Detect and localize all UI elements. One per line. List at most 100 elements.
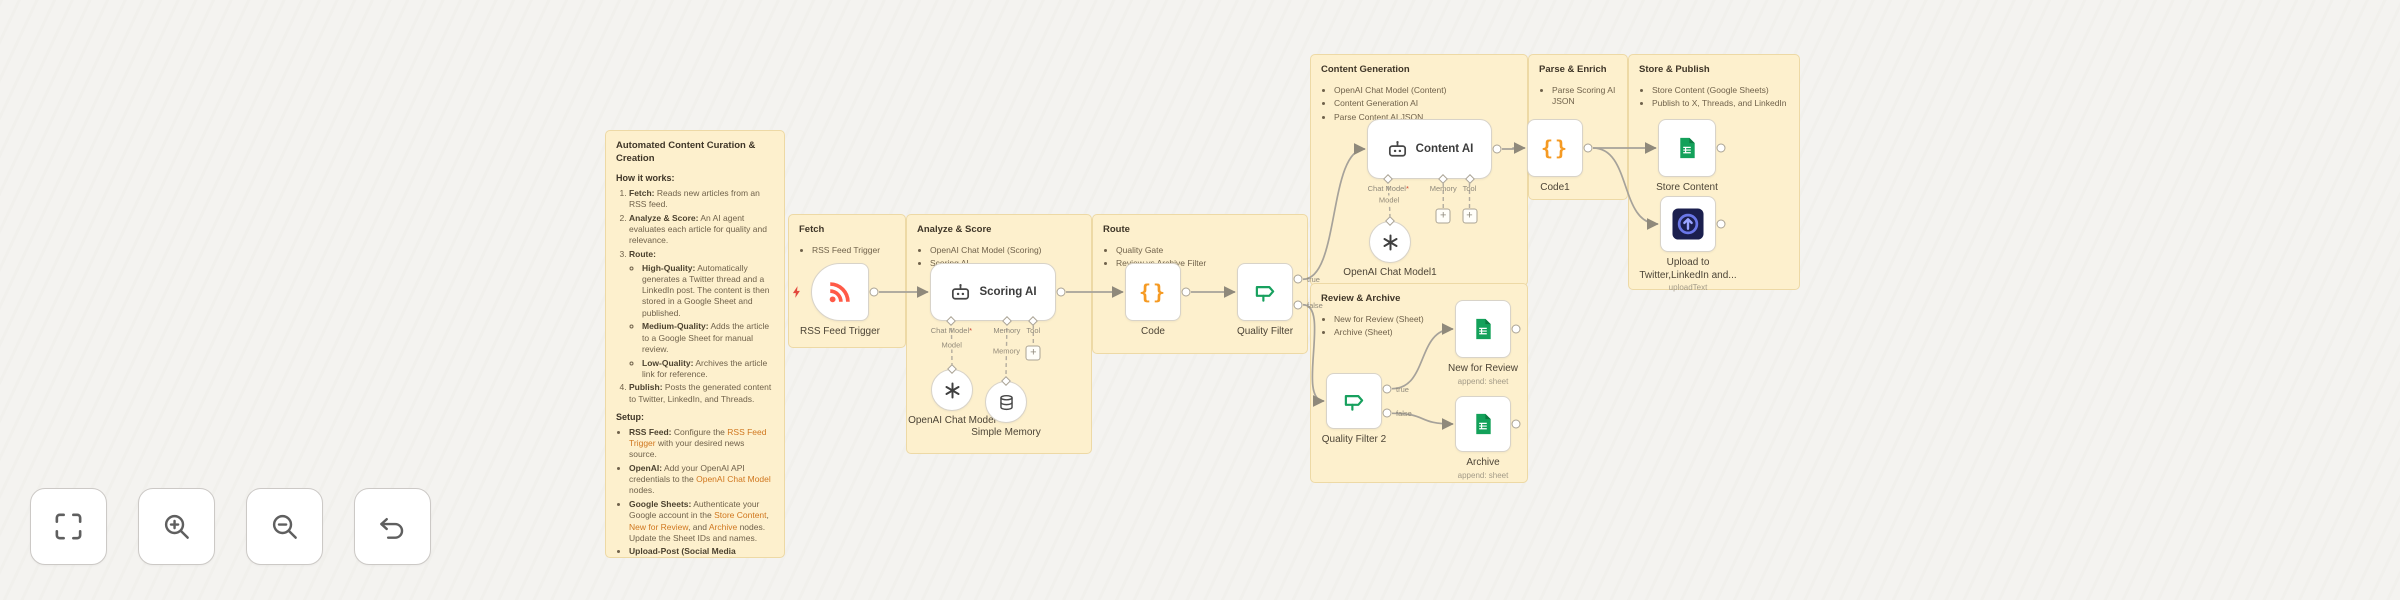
node-rss[interactable] xyxy=(811,263,869,321)
wire-label: Model xyxy=(939,340,964,350)
openai-icon xyxy=(1381,233,1400,252)
node-subtitle: append: sheet xyxy=(1457,376,1509,386)
node-qf[interactable] xyxy=(1237,263,1293,321)
sticky-link[interactable]: New for Review xyxy=(629,521,689,532)
undo-icon xyxy=(376,510,409,543)
node-label: OpenAI Chat Model1 xyxy=(1343,267,1437,278)
reset-zoom-button[interactable] xyxy=(354,488,431,565)
sticky-note-analyze-score[interactable]: Analyze & ScoreOpenAI Chat Model (Scorin… xyxy=(906,214,1092,454)
node-label: Quality Filter xyxy=(1236,326,1294,337)
node-code[interactable]: {} xyxy=(1125,263,1181,321)
output-port[interactable] xyxy=(1181,287,1191,297)
sticky-list-item: New for Review (Sheet) xyxy=(1334,314,1517,325)
sticky-text: Google Sheets: xyxy=(629,499,692,510)
sticky-title: Parse & Enrich xyxy=(1539,64,1607,75)
node-label: Simple Memory xyxy=(971,427,1041,438)
zoom-in-button[interactable] xyxy=(138,488,215,565)
node-openai1[interactable] xyxy=(931,369,973,411)
output-port[interactable] xyxy=(1382,408,1392,418)
sticky-link[interactable]: Store Content xyxy=(714,510,767,521)
sticky-title: Route xyxy=(1103,224,1130,235)
output-label: false xyxy=(1307,300,1323,310)
sticky-list-item: Content Generation AI xyxy=(1334,98,1517,109)
sticky-link[interactable]: Archive xyxy=(708,521,738,532)
output-label: true xyxy=(1307,275,1320,285)
sticky-text: Archive (Sheet) xyxy=(1334,327,1393,338)
zoom-out-button[interactable] xyxy=(246,488,323,565)
wire-label: Model xyxy=(1376,195,1402,205)
node-store[interactable] xyxy=(1658,119,1716,177)
output-port[interactable] xyxy=(1511,419,1521,429)
sticky-text: nodes. xyxy=(629,485,655,496)
output-port[interactable] xyxy=(1583,143,1593,153)
robot-icon xyxy=(949,281,972,304)
sticky-text: Low-Quality: xyxy=(642,357,694,368)
node-inline-label: Content AI xyxy=(1415,143,1474,155)
sticky-list: OpenAI Chat Model (Content)Content Gener… xyxy=(1321,85,1517,124)
node-openai2[interactable] xyxy=(1369,221,1411,263)
sticky-text: OpenAI: xyxy=(629,462,663,473)
sticky-list-item: Analyze & Score: An AI agent evaluates e… xyxy=(629,213,774,247)
output-port[interactable] xyxy=(1716,143,1726,153)
sticky-text: Fetch: xyxy=(629,187,655,198)
node-label: RSS Feed Trigger xyxy=(799,326,881,337)
node-archive[interactable] xyxy=(1455,396,1511,452)
sticky-list-item: RSS Feed: Configure the RSS Feed Trigger… xyxy=(629,427,774,461)
sticky-title: Analyze & Score xyxy=(917,224,992,235)
node-inline-label: Scoring AI xyxy=(979,286,1037,298)
add-connection-button[interactable]: + xyxy=(1025,345,1041,361)
sticky-text: Configure the xyxy=(671,426,728,437)
output-port[interactable] xyxy=(1056,287,1066,297)
add-connection-button[interactable]: + xyxy=(1435,208,1451,224)
sticky-heading: Setup: xyxy=(616,411,644,422)
sticky-list-item: Low-Quality: Archives the article link f… xyxy=(642,358,774,380)
node-scoring[interactable]: Scoring AI xyxy=(930,263,1056,321)
add-connection-button[interactable]: + xyxy=(1462,208,1477,224)
fit-view-icon xyxy=(52,510,85,543)
node-contentai[interactable]: Content AI xyxy=(1367,119,1492,179)
node-subtitle: append: sheet xyxy=(1457,470,1509,480)
sticky-text: RSS Feed: xyxy=(629,426,672,437)
database-icon xyxy=(997,393,1016,412)
sticky-list-item: RSS Feed Trigger xyxy=(812,245,895,256)
output-port[interactable] xyxy=(1382,384,1392,394)
sticky-text: Adds the article to a Google Sheet for m… xyxy=(642,321,770,354)
output-port[interactable] xyxy=(1716,219,1726,229)
node-review[interactable] xyxy=(1455,300,1511,358)
zoom-to-fit-button[interactable] xyxy=(30,488,107,565)
sticky-list: RSS Feed: Configure the RSS Feed Trigger… xyxy=(616,427,774,557)
openai-icon xyxy=(943,381,962,400)
sticky-text: Publish: xyxy=(629,382,663,393)
sub-port-label: Tool xyxy=(1462,184,1477,193)
output-port[interactable] xyxy=(869,287,879,297)
zoom-in-icon xyxy=(160,510,193,543)
sticky-title: Store & Publish xyxy=(1639,64,1710,75)
node-qf2[interactable] xyxy=(1326,373,1382,429)
node-label: Code1 xyxy=(1540,182,1570,193)
output-port[interactable] xyxy=(1293,300,1303,310)
node-upload[interactable] xyxy=(1660,196,1716,252)
output-port[interactable] xyxy=(1293,274,1303,284)
sticky-list: New for Review (Sheet) Archive (Sheet) xyxy=(1321,314,1517,339)
sticky-list-item: Google Sheets: Authenticate your Google … xyxy=(629,499,774,544)
output-port[interactable] xyxy=(1511,324,1521,334)
output-port[interactable] xyxy=(1492,144,1502,154)
sticky-link[interactable]: RSS Feed Trigger xyxy=(629,426,767,448)
sticky-list: Fetch: Reads new articles from an RSS fe… xyxy=(616,188,774,405)
code-icon: {} xyxy=(1540,136,1570,160)
sticky-link[interactable]: OpenAI Chat Model xyxy=(696,474,771,485)
sticky-list: High-Quality: Automatically generates a … xyxy=(629,263,774,380)
node-subtitle: uploadText xyxy=(1668,283,1708,292)
sticky-text: with your desired news source. xyxy=(629,437,745,460)
sticky-list-item: Parse Content AI JSON xyxy=(1334,112,1517,123)
sticky-text: An AI agent evaluates each article for q… xyxy=(629,212,767,246)
node-code1[interactable]: {} xyxy=(1527,119,1583,177)
sticky-title: Automated Content Curation & Creation xyxy=(616,140,756,164)
rss-icon xyxy=(827,279,853,305)
sticky-list-item: High-Quality: Automatically generates a … xyxy=(642,263,774,319)
